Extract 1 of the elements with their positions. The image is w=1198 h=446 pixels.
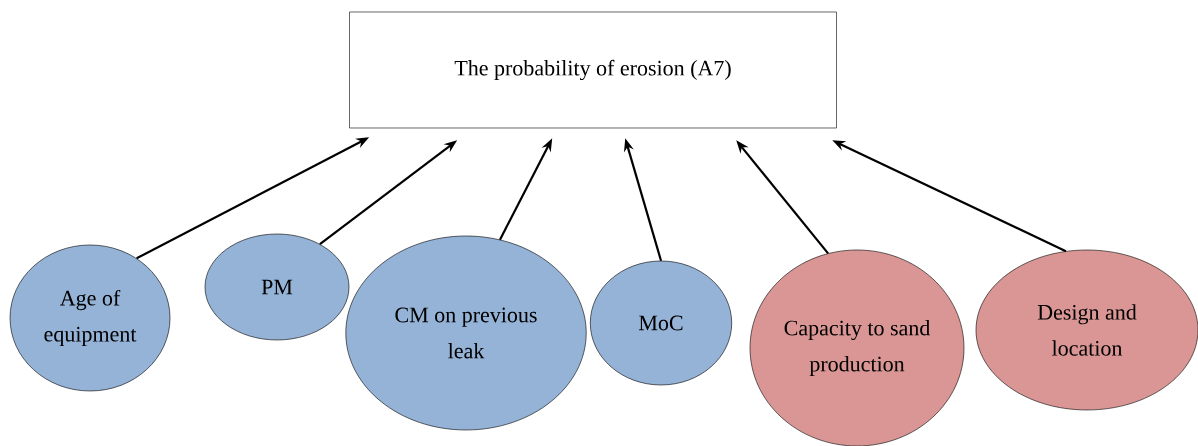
title-box: The probability of erosion (A7) (349, 11, 837, 129)
